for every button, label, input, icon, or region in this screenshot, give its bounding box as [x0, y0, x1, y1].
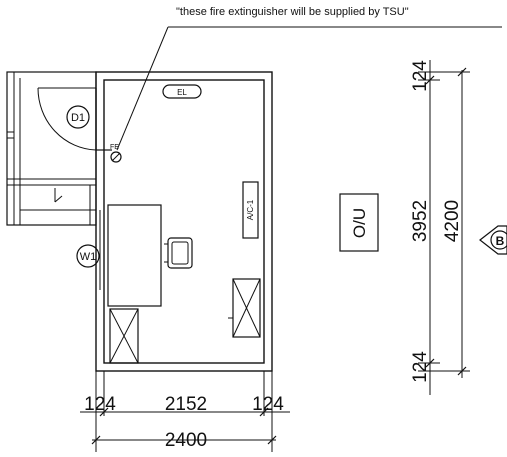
- window-tag-circle: [76, 244, 100, 268]
- cabinet-right: [228, 278, 261, 338]
- dim-right-overall: 4200: [442, 200, 463, 242]
- section-marker: [479, 225, 507, 255]
- window-tag-label: W1: [80, 251, 97, 263]
- section-marker-label: B: [496, 234, 505, 248]
- ac-unit-box: [242, 181, 259, 239]
- door-swing: [37, 87, 112, 151]
- dim-right-inner: 3952: [410, 200, 431, 242]
- dim-right-top-offset: 124: [410, 60, 431, 92]
- note-leader-line: [116, 26, 169, 151]
- fire-extinguisher-note: "these fire extinguisher will be supplie…: [176, 6, 409, 18]
- chair: [164, 237, 193, 269]
- dim-right-bottom-offset: 124: [410, 351, 431, 383]
- ac-unit-label: A/C-1: [246, 199, 255, 220]
- electrical-tag: [162, 84, 202, 99]
- dim-bottom-overall: 2400: [165, 430, 207, 451]
- door-tag-label: D1: [71, 112, 85, 124]
- fire-extinguisher-label: FE: [110, 144, 119, 151]
- window: [99, 210, 105, 290]
- fire-extinguisher-symbol: [110, 151, 122, 163]
- right-dimension-lines: [418, 60, 470, 395]
- dim-bottom-right-offset: 124: [252, 394, 284, 415]
- desk: [107, 204, 162, 307]
- entry-corridor: [6, 71, 97, 226]
- dim-bottom-inner: 2152: [165, 394, 207, 415]
- dim-bottom-left-offset: 124: [84, 394, 116, 415]
- door-tag-circle: [66, 105, 90, 129]
- room-outer-wall: [95, 71, 273, 372]
- electrical-tag-label: EL: [177, 88, 187, 97]
- open-unit-box: [339, 193, 379, 252]
- bottom-dimension-lines: [80, 371, 290, 452]
- cabinet-left: [109, 308, 139, 364]
- open-unit-label: O/U: [350, 208, 369, 238]
